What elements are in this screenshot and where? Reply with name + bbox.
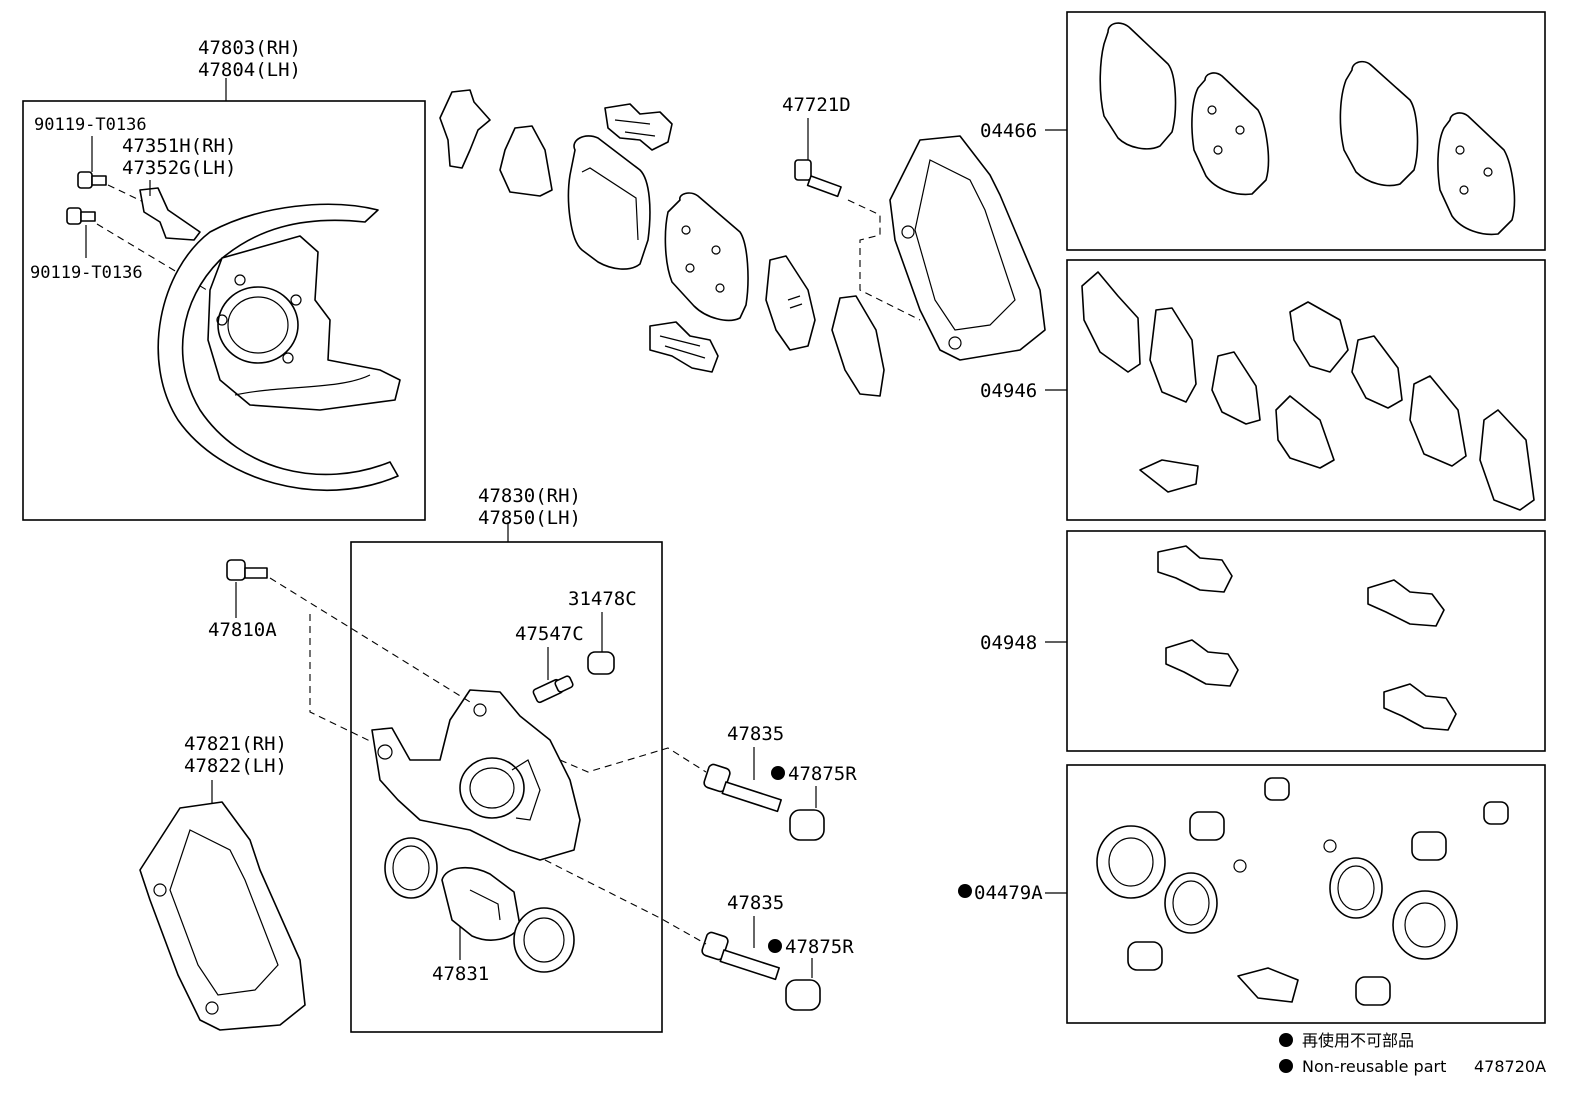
seal-kit-label[interactable]: 04479A <box>974 882 1043 904</box>
legend-non-reusable-icon-jp <box>1279 1033 1293 1047</box>
dust-shield[interactable] <box>157 203 401 492</box>
cylinder-box <box>350 541 663 1033</box>
pad-clip-2[interactable] <box>649 321 719 373</box>
caliper-body[interactable] <box>371 689 581 861</box>
bracket[interactable] <box>139 187 201 241</box>
anti-squeal-kit-box <box>1066 259 1546 521</box>
bracket-label-rh[interactable]: 47351H(RH) <box>122 135 236 157</box>
seal-kit-non-reusable-icon <box>958 884 972 898</box>
legend: 再使用不可部品 Non-reusable part 478720A <box>1279 1031 1546 1076</box>
boot-lower-label[interactable]: 47875R <box>785 936 854 958</box>
piston[interactable] <box>441 867 521 941</box>
pad-outer[interactable] <box>664 192 749 322</box>
diagram-code: 478720A <box>1474 1057 1546 1076</box>
pad-kit-pad-4[interactable] <box>1437 112 1516 236</box>
slide-pin-lower[interactable] <box>701 931 780 981</box>
fitting-kit-box <box>1066 530 1546 752</box>
pad-inner[interactable] <box>567 135 651 270</box>
pad-kit-pad-1[interactable] <box>1099 22 1177 150</box>
anti-squeal-shims[interactable] <box>1081 271 1535 511</box>
shim-inner-1[interactable] <box>765 255 816 351</box>
piston-seal[interactable] <box>384 837 438 899</box>
bolt-upper-label[interactable]: 90119-T0136 <box>34 115 147 135</box>
legend-en: Non-reusable part <box>1302 1057 1446 1076</box>
cylinder-label-lh[interactable]: 47850(LH) <box>478 507 581 529</box>
boot-lower-non-reusable-icon <box>768 939 782 953</box>
piston-label[interactable]: 47831 <box>432 963 489 985</box>
pad-kit-pad-2[interactable] <box>1191 72 1270 196</box>
shield-label-lh[interactable]: 47804(LH) <box>198 59 301 81</box>
mounting-label-rh[interactable]: 47821(RH) <box>184 733 287 755</box>
shim-inner-2[interactable] <box>831 295 885 397</box>
pad-kit-pad-3[interactable] <box>1339 60 1419 187</box>
bolt-lower[interactable] <box>66 207 96 258</box>
slide-pin-upper[interactable] <box>703 763 782 813</box>
shield-label-rh[interactable]: 47803(RH) <box>198 37 301 59</box>
shield-box <box>22 100 426 521</box>
mounting-top[interactable] <box>889 135 1046 361</box>
fitting-clips[interactable] <box>1157 545 1457 731</box>
mounting-bolt-label[interactable]: 47721D <box>782 94 851 116</box>
bolt-upper[interactable] <box>77 136 107 189</box>
legend-non-reusable-icon-en <box>1279 1059 1293 1073</box>
slide-pin-upper-label[interactable]: 47835 <box>727 723 784 745</box>
pad-kit-label[interactable]: 04466 <box>980 120 1037 142</box>
anti-squeal-kit-label[interactable]: 04946 <box>980 380 1037 402</box>
mounting-bolt[interactable] <box>794 159 842 198</box>
pad-kit-box <box>1066 11 1546 251</box>
boot-upper-non-reusable-icon <box>771 766 785 780</box>
boot-upper[interactable] <box>789 809 825 841</box>
pad-clip-1[interactable] <box>604 103 673 151</box>
seal-kit-parts[interactable] <box>1096 777 1509 1006</box>
cap[interactable] <box>587 651 615 675</box>
bleeder-bolt-label[interactable]: 47810A <box>208 619 277 641</box>
boot-upper-label[interactable]: 47875R <box>788 763 857 785</box>
shim-outer-1[interactable] <box>439 89 491 169</box>
mounting-bottom[interactable] <box>139 801 306 1031</box>
seal-kit-box <box>1066 764 1546 1024</box>
fitting-kit-label[interactable]: 04948 <box>980 632 1037 654</box>
bracket-label-lh[interactable]: 47352G(LH) <box>122 157 236 179</box>
bleeder-plug-label[interactable]: 47547C <box>515 623 584 645</box>
cylinder-label-rh[interactable]: 47830(RH) <box>478 485 581 507</box>
slide-pin-lower-label[interactable]: 47835 <box>727 892 784 914</box>
bleeder-bolt[interactable] <box>226 559 268 581</box>
shim-outer-2[interactable] <box>499 125 553 197</box>
bolt-lower-label[interactable]: 90119-T0136 <box>30 263 143 283</box>
piston-boot[interactable] <box>513 907 575 973</box>
bleeder-plug[interactable] <box>532 675 574 704</box>
cap-label[interactable]: 31478C <box>568 588 637 610</box>
legend-jp: 再使用不可部品 <box>1302 1031 1414 1050</box>
mounting-label-lh[interactable]: 47822(LH) <box>184 755 287 777</box>
boot-lower[interactable] <box>785 979 821 1011</box>
